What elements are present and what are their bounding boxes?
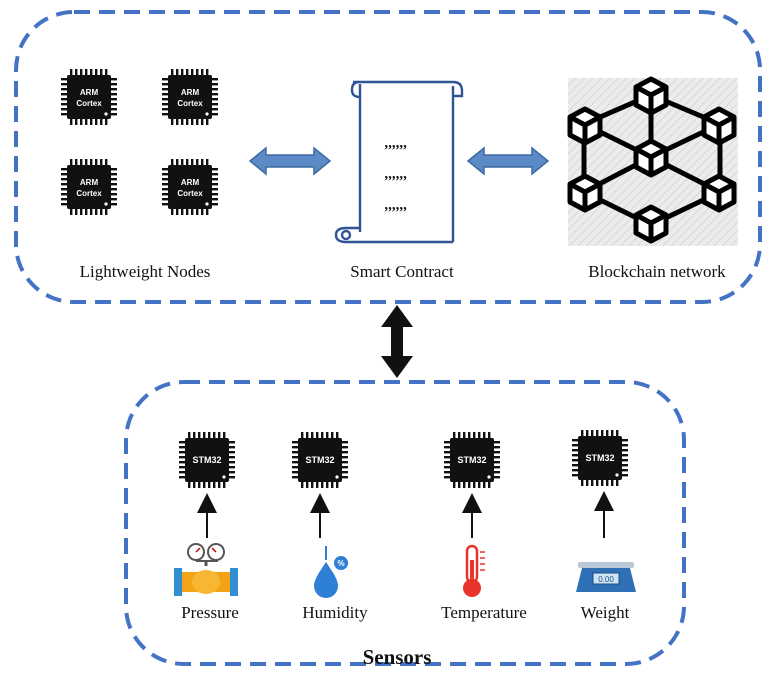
arm-chip-icon: ARM Cortex <box>61 69 117 125</box>
smart-contract-scroll-icon <box>334 80 464 244</box>
blockchain-network-label: Blockchain network <box>588 262 726 281</box>
weight-label: Weight <box>581 603 630 622</box>
blockchain-network-icon <box>568 78 738 246</box>
svg-text:%: % <box>337 559 344 568</box>
sensors-group-border <box>124 380 686 666</box>
svg-text:ARM: ARM <box>181 88 200 97</box>
weighing-scale-icon: 0.00 <box>576 562 636 592</box>
humidity-label: Humidity <box>302 603 368 622</box>
lightweight-nodes-chips: ARM Cortex ARM Cortex ARM Cortex ARM Cor… <box>61 69 218 215</box>
svg-text:ARM: ARM <box>80 88 99 97</box>
temperature-label: Temperature <box>441 603 527 622</box>
pressure-gauge-icon <box>174 543 238 596</box>
arm-chip-icon: ARM Cortex <box>162 69 218 125</box>
svg-text:ARM: ARM <box>181 178 200 187</box>
svg-text:,,,,,,: ,,,,,, <box>384 135 408 151</box>
svg-text:STM32: STM32 <box>457 455 486 465</box>
stm32-chip-icon: STM32 <box>572 430 628 486</box>
svg-text:0.00: 0.00 <box>598 575 614 584</box>
stm32-chip-icon: STM32 <box>179 432 235 488</box>
svg-text:Cortex: Cortex <box>76 99 102 108</box>
pressure-label: Pressure <box>181 603 239 622</box>
svg-text:Cortex: Cortex <box>177 189 203 198</box>
svg-text:,,,,,,: ,,,,,, <box>384 197 408 213</box>
top-bottom-double-arrow <box>381 305 413 378</box>
stm32-chip-icon: STM32 <box>444 432 500 488</box>
thermometer-icon <box>463 544 485 597</box>
svg-text:ARM: ARM <box>80 178 99 187</box>
nodes-contract-double-arrow <box>248 146 332 176</box>
contract-text-marks: ,,,,,, ,,,,,, ,,,,,, <box>384 135 408 213</box>
svg-text:Cortex: Cortex <box>177 99 203 108</box>
sensors-title: Sensors <box>363 645 432 669</box>
stm32-chip-icon: STM32 <box>292 432 348 488</box>
top-group-border <box>14 10 762 304</box>
lightweight-nodes-label: Lightweight Nodes <box>80 262 211 281</box>
svg-text:STM32: STM32 <box>305 455 334 465</box>
svg-text:STM32: STM32 <box>585 453 614 463</box>
humidity-drop-icon: % <box>314 546 348 598</box>
arm-chip-icon: ARM Cortex <box>61 159 117 215</box>
arm-chip-icon: ARM Cortex <box>162 159 218 215</box>
svg-text:,,,,,,: ,,,,,, <box>384 166 408 182</box>
smart-contract-label: Smart Contract <box>350 262 454 281</box>
svg-text:STM32: STM32 <box>192 455 221 465</box>
contract-blockchain-double-arrow <box>466 146 550 176</box>
svg-text:Cortex: Cortex <box>76 189 102 198</box>
